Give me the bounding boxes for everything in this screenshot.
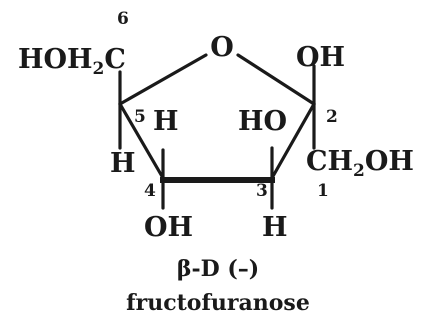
c4-oh-label: OH xyxy=(144,212,193,243)
c3-h-label: H xyxy=(262,212,288,243)
c6-group-label: HOH2C xyxy=(18,44,126,79)
bond-o-c2 xyxy=(236,53,316,106)
carbon-number-2: 2 xyxy=(326,107,338,127)
caption-anomer: β-D (–) xyxy=(177,256,259,282)
c2-ch2oh-label: CH2OH xyxy=(306,146,414,181)
bond-c5-o xyxy=(118,53,208,106)
bond-c5-c4 xyxy=(118,102,165,180)
c5-h-right-label: H xyxy=(153,106,179,137)
carbon-number-1: 1 xyxy=(317,181,329,201)
c3-ho-label: HO xyxy=(238,106,287,137)
c5-h-down-label: H xyxy=(110,148,136,179)
carbon-number-3: 3 xyxy=(256,181,268,201)
carbon-number-5: 5 xyxy=(134,107,146,127)
caption-name: fructofuranose xyxy=(126,290,310,316)
c2-oh-label: OH xyxy=(296,42,345,73)
bond-c2-c3 xyxy=(270,102,316,180)
ring-oxygen-label: O xyxy=(210,32,234,63)
carbon-number-6: 6 xyxy=(117,9,129,29)
carbon-number-4: 4 xyxy=(144,181,156,201)
